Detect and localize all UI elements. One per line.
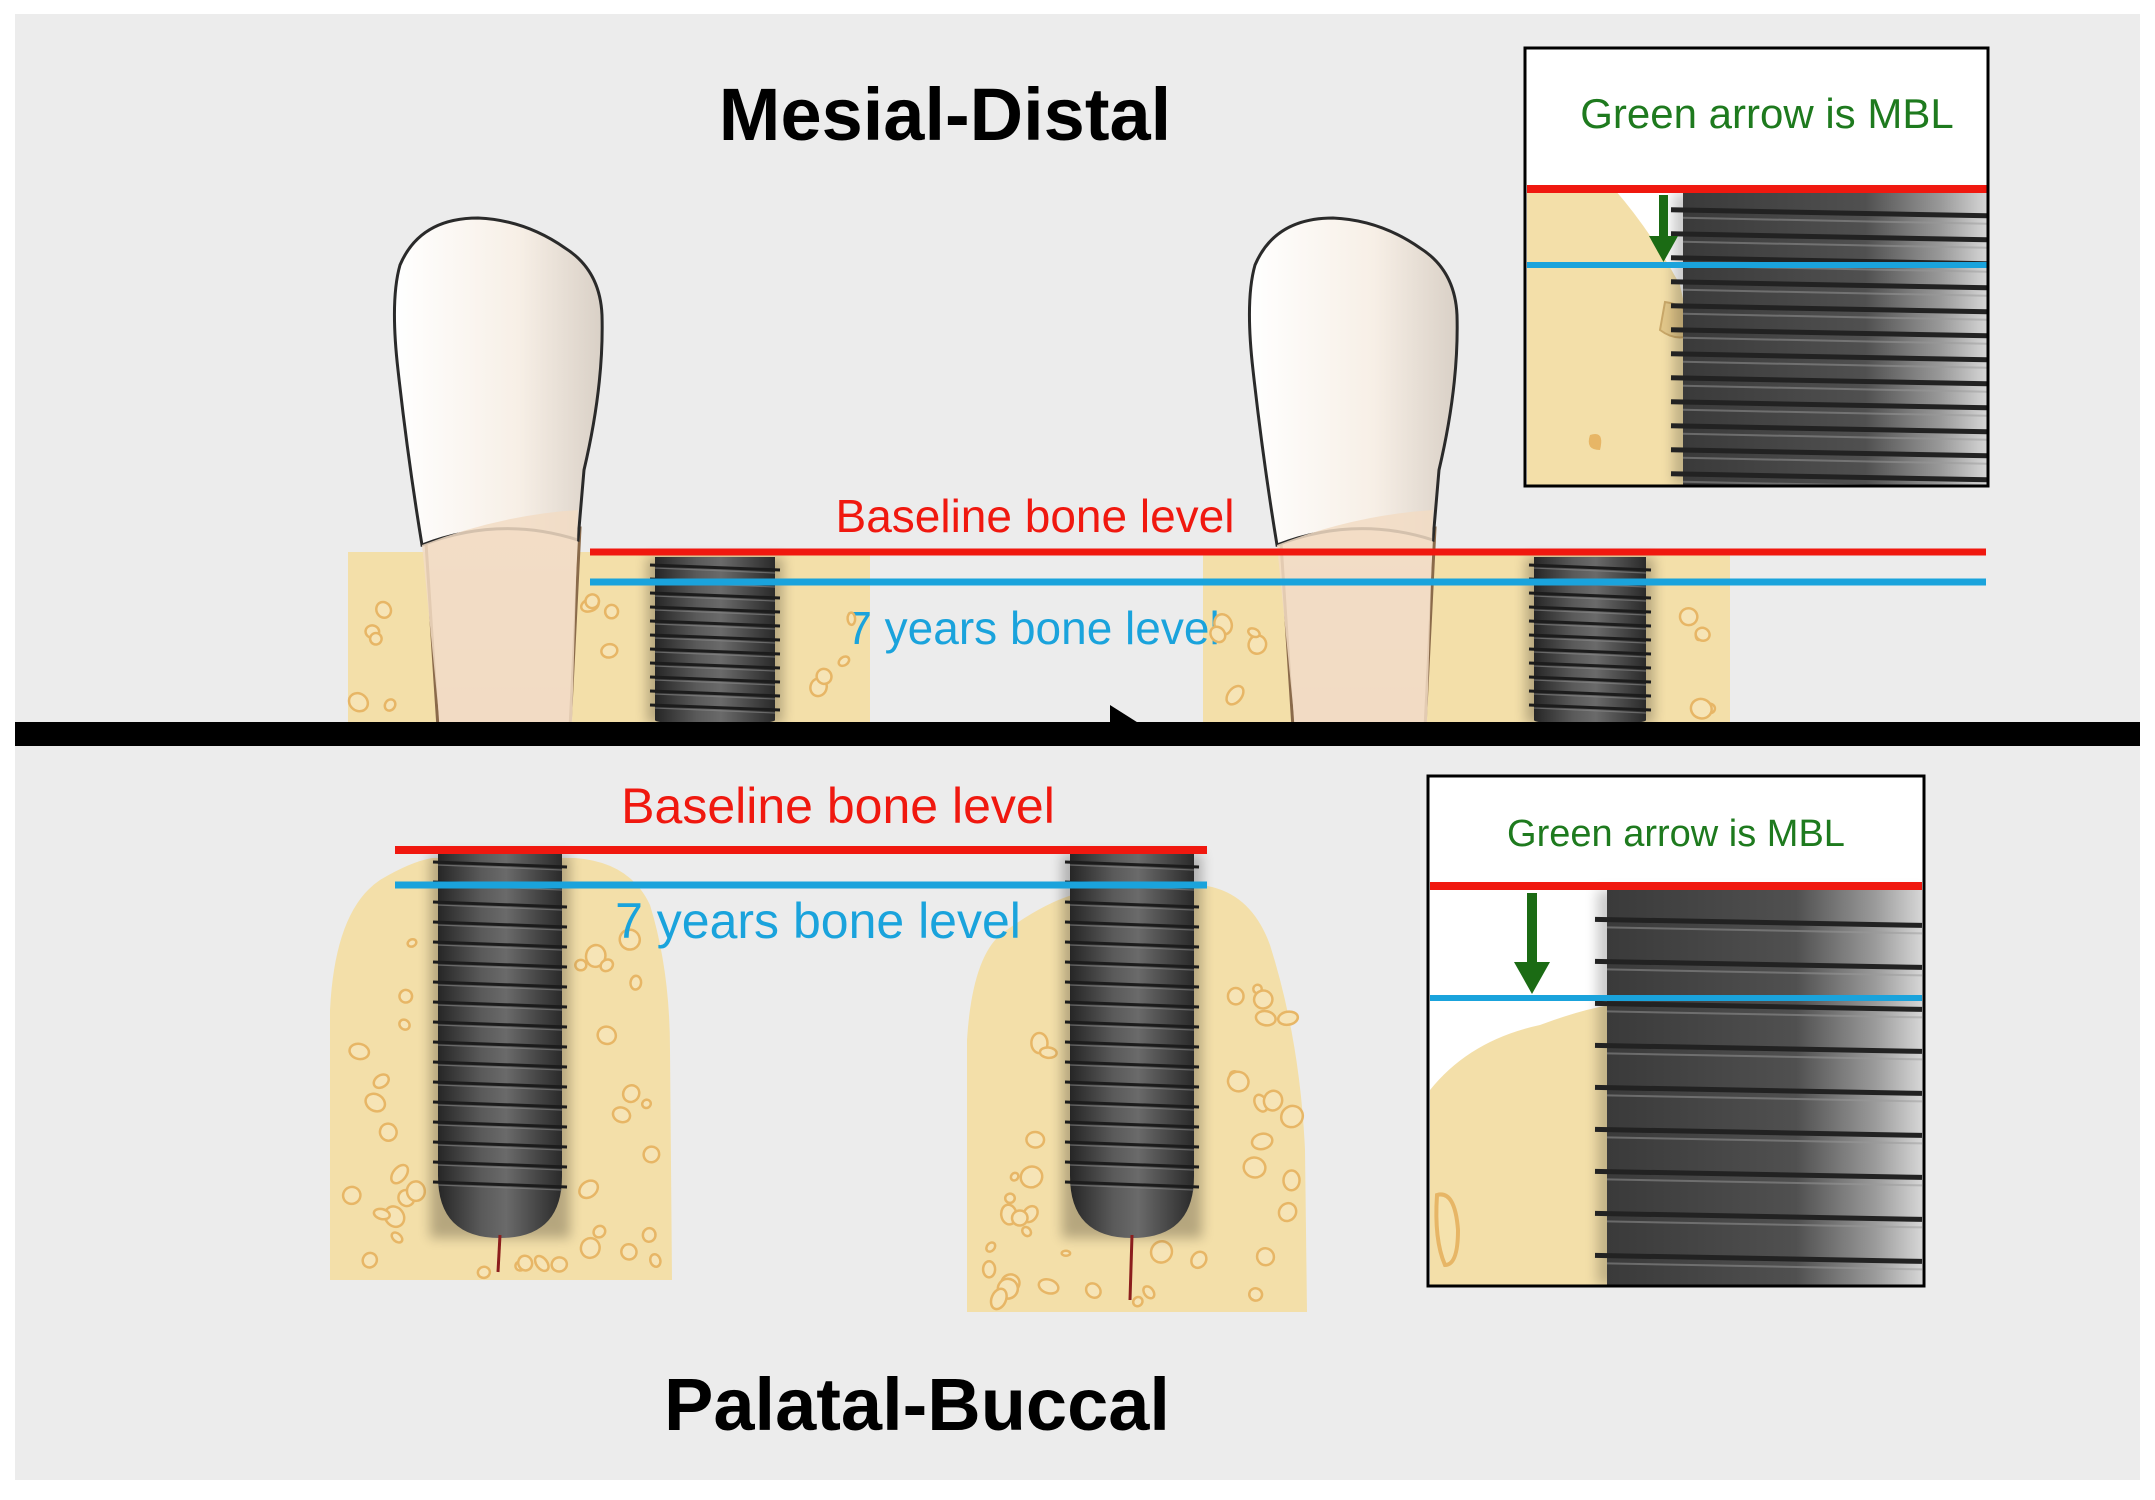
inset-top-border <box>1523 46 1990 488</box>
mesial-distal-title: Mesial-Distal <box>719 73 1171 156</box>
bone-particles-bottom <box>341 928 1305 1311</box>
apex-mark-right <box>1128 1234 1134 1301</box>
divider-pointer-mark <box>1110 705 1140 724</box>
natural-tooth-left <box>392 216 604 724</box>
inset-bottom-caption: Green arrow is MBL <box>1507 813 1845 855</box>
seven-years-bone-level-label-bottom: 7 years bone level <box>615 893 1021 949</box>
inset-bottom-detail: Green arrow is MBL <box>1426 774 1926 1288</box>
inset-bottom-border <box>1426 774 1926 1288</box>
baseline-bone-level-label-bottom: Baseline bone level <box>621 778 1055 834</box>
inset-top-mbl-arrow <box>1649 195 1678 262</box>
palatal-buccal-title: Palatal-Buccal <box>664 1363 1170 1446</box>
implant-bottom-right <box>1062 854 1202 1238</box>
inset-top-detail: Green arrow is MBL <box>1523 46 1990 488</box>
seven-years-bone-level-label-top: 7 years bone level <box>846 602 1219 654</box>
implant-bottom-left <box>430 854 570 1238</box>
mesial-distal-panel: Baseline bone level 7 years bone level M… <box>347 73 1986 724</box>
panel-divider <box>15 722 2140 746</box>
natural-tooth-right <box>1247 216 1459 724</box>
baseline-bone-level-label-top: Baseline bone level <box>836 490 1235 542</box>
inset-top-caption: Green arrow is MBL <box>1580 90 1953 137</box>
inset-bottom-mbl-arrow <box>1514 893 1550 994</box>
apex-mark-left <box>496 1234 502 1273</box>
palatal-buccal-panel: Baseline bone level 7 years bone level P… <box>330 778 1307 1446</box>
